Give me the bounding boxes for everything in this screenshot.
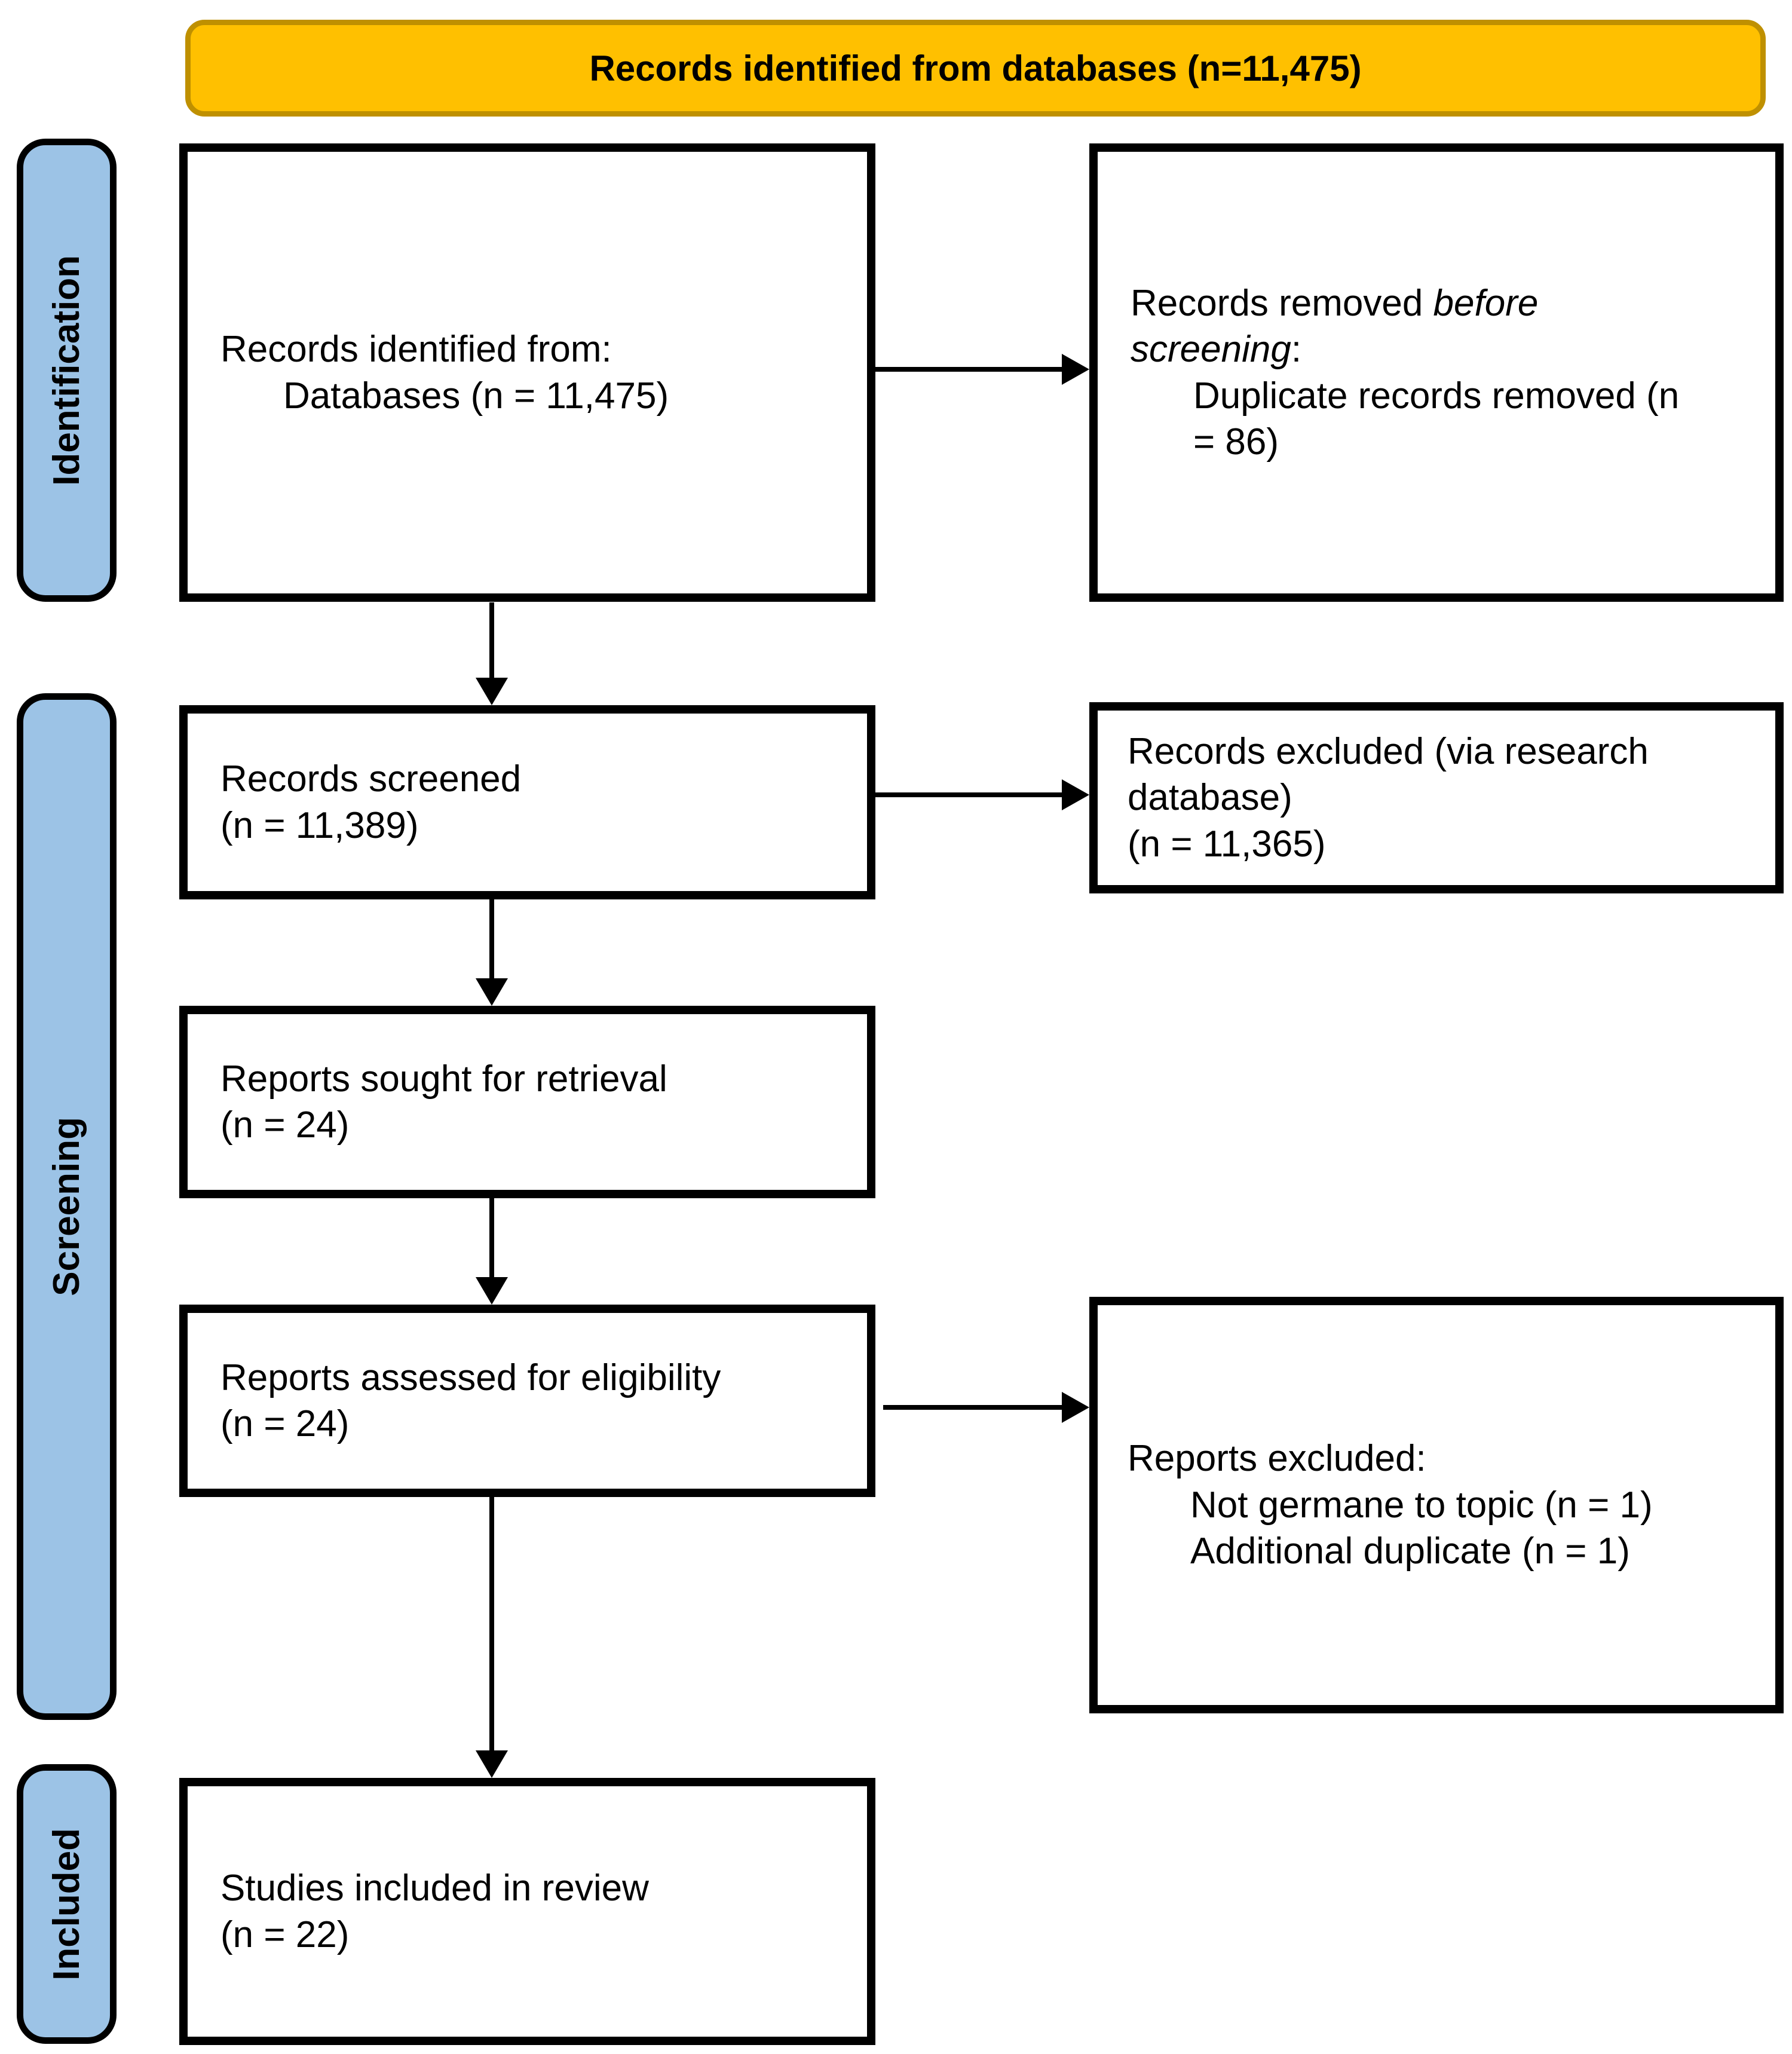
reports-assessed-line1: Reports assessed for eligibility: [220, 1357, 721, 1398]
stage-label-included-text: Included: [46, 1828, 87, 1980]
arrow-line: [489, 602, 494, 678]
stage-label-screening-text: Screening: [46, 1117, 87, 1296]
box-records-removed: Records removed before screening: Duplic…: [1089, 143, 1784, 602]
records-removed-detail-line1: Duplicate records removed (n: [1193, 375, 1680, 417]
records-screened-line1: Records screened: [220, 758, 522, 800]
records-removed-intro-suffix: :: [1291, 329, 1302, 370]
box-reports-assessed: Reports assessed for eligibility (n = 24…: [179, 1305, 875, 1497]
reports-excluded-detail1: Not germane to topic (n = 1): [1190, 1484, 1653, 1526]
records-removed-detail: Duplicate records removed (n = 86): [1131, 373, 1751, 466]
records-excluded-line1: Records excluded (via research: [1128, 730, 1649, 772]
records-removed-intro-line1: Records removed before: [1131, 280, 1751, 327]
reports-excluded-detail2: Additional duplicate (n = 1): [1190, 1530, 1630, 1572]
box-records-identified: Records identified from: Databases (n = …: [179, 143, 875, 602]
arrow-line: [875, 367, 1062, 372]
records-removed-intro-italic1: before: [1433, 282, 1539, 324]
records-removed-intro-line2: screening:: [1131, 326, 1751, 373]
records-identified-intro: Records identified from:: [220, 329, 612, 370]
arrow-line: [489, 1497, 494, 1750]
records-excluded-line3: (n = 11,365): [1128, 823, 1326, 865]
reports-excluded-intro: Reports excluded:: [1128, 1438, 1426, 1480]
stage-label-screening: Screening: [17, 693, 117, 1720]
records-removed-intro-normal: Records removed: [1131, 282, 1433, 324]
stage-label-identification: Identification: [17, 139, 117, 602]
records-screened-line2: (n = 11,389): [220, 804, 419, 846]
arrow-head-right-icon: [1062, 354, 1089, 385]
header-banner: Records identified from databases (n=11,…: [185, 20, 1766, 117]
records-identified-detail: Databases (n = 11,475): [283, 375, 669, 417]
records-removed-detail-line2: = 86): [1193, 421, 1279, 463]
reports-assessed-line2: (n = 24): [220, 1403, 350, 1444]
reports-sought-line2: (n = 24): [220, 1104, 350, 1146]
header-title: Records identified from databases (n=11,…: [589, 48, 1362, 88]
arrow-line: [883, 1405, 1062, 1410]
studies-included-line1: Studies included in review: [220, 1868, 649, 1909]
records-excluded-line2: database): [1128, 777, 1292, 819]
arrow-head-down-icon: [476, 978, 508, 1006]
box-records-screened: Records screened (n = 11,389): [179, 705, 875, 899]
arrow-head-down-icon: [476, 1750, 508, 1778]
arrow-line: [489, 1198, 494, 1277]
stage-label-identification-text: Identification: [46, 255, 87, 486]
records-removed-intro-italic2: screening: [1131, 329, 1291, 370]
arrow-head-down-icon: [476, 1277, 508, 1305]
studies-included-line2: (n = 22): [220, 1914, 350, 1955]
arrow-line: [489, 899, 494, 978]
box-records-excluded: Records excluded (via research database)…: [1089, 702, 1784, 893]
arrow-head-right-icon: [1062, 1392, 1089, 1423]
box-studies-included: Studies included in review (n = 22): [179, 1778, 875, 2045]
reports-sought-line1: Reports sought for retrieval: [220, 1058, 667, 1100]
arrow-head-right-icon: [1062, 779, 1089, 810]
box-reports-sought: Reports sought for retrieval (n = 24): [179, 1006, 875, 1198]
box-reports-excluded: Reports excluded: Not germane to topic (…: [1089, 1297, 1784, 1713]
arrow-line: [875, 792, 1062, 797]
arrow-head-down-icon: [476, 678, 508, 705]
stage-label-included: Included: [17, 1764, 117, 2044]
